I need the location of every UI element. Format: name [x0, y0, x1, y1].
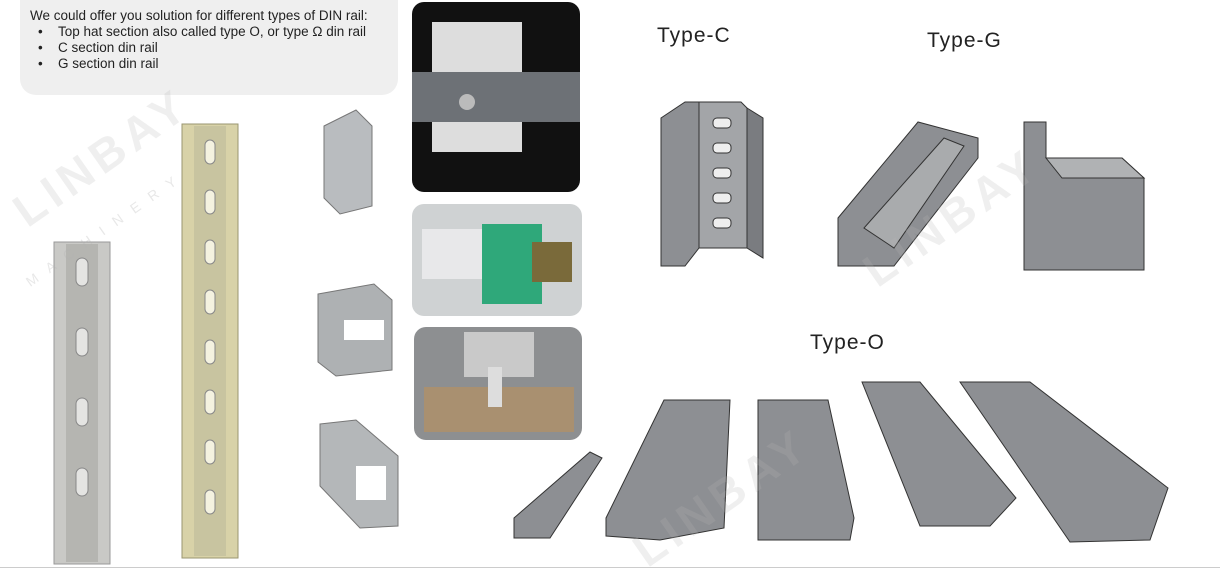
rail-type-list: Top hat section also called type O, or t…	[30, 24, 388, 72]
type-g-rail-drawing-2	[1023, 121, 1146, 271]
watermark-brand: LINBAY	[3, 77, 200, 237]
type-c-rail-drawing	[660, 101, 764, 267]
list-item: C section din rail	[38, 40, 388, 56]
type-g-rail-drawing-1	[837, 121, 979, 267]
intro-heading: We could offer you solution for differen…	[30, 8, 368, 23]
rail-piece-photo-1	[323, 109, 373, 215]
photo-terminal-block	[412, 204, 582, 316]
type-o-rail-drawings	[513, 381, 1169, 543]
rail-photo-long-zinc	[181, 123, 239, 559]
type-c-label: Type-C	[657, 24, 731, 47]
divider	[0, 567, 1220, 568]
type-o-label: Type-O	[810, 331, 885, 354]
photo-breaker-on-rail	[412, 2, 580, 192]
photo-rail-with-bolt	[414, 327, 582, 440]
intro-textbox: We could offer you solution for differen…	[20, 0, 398, 95]
rail-piece-photo-3	[319, 419, 399, 529]
rail-photo-long-silver	[53, 241, 111, 565]
list-item: Top hat section also called type O, or t…	[38, 24, 388, 40]
type-g-label: Type-G	[927, 29, 1002, 52]
rail-piece-photo-2	[317, 283, 393, 377]
list-item: G section din rail	[38, 56, 388, 72]
